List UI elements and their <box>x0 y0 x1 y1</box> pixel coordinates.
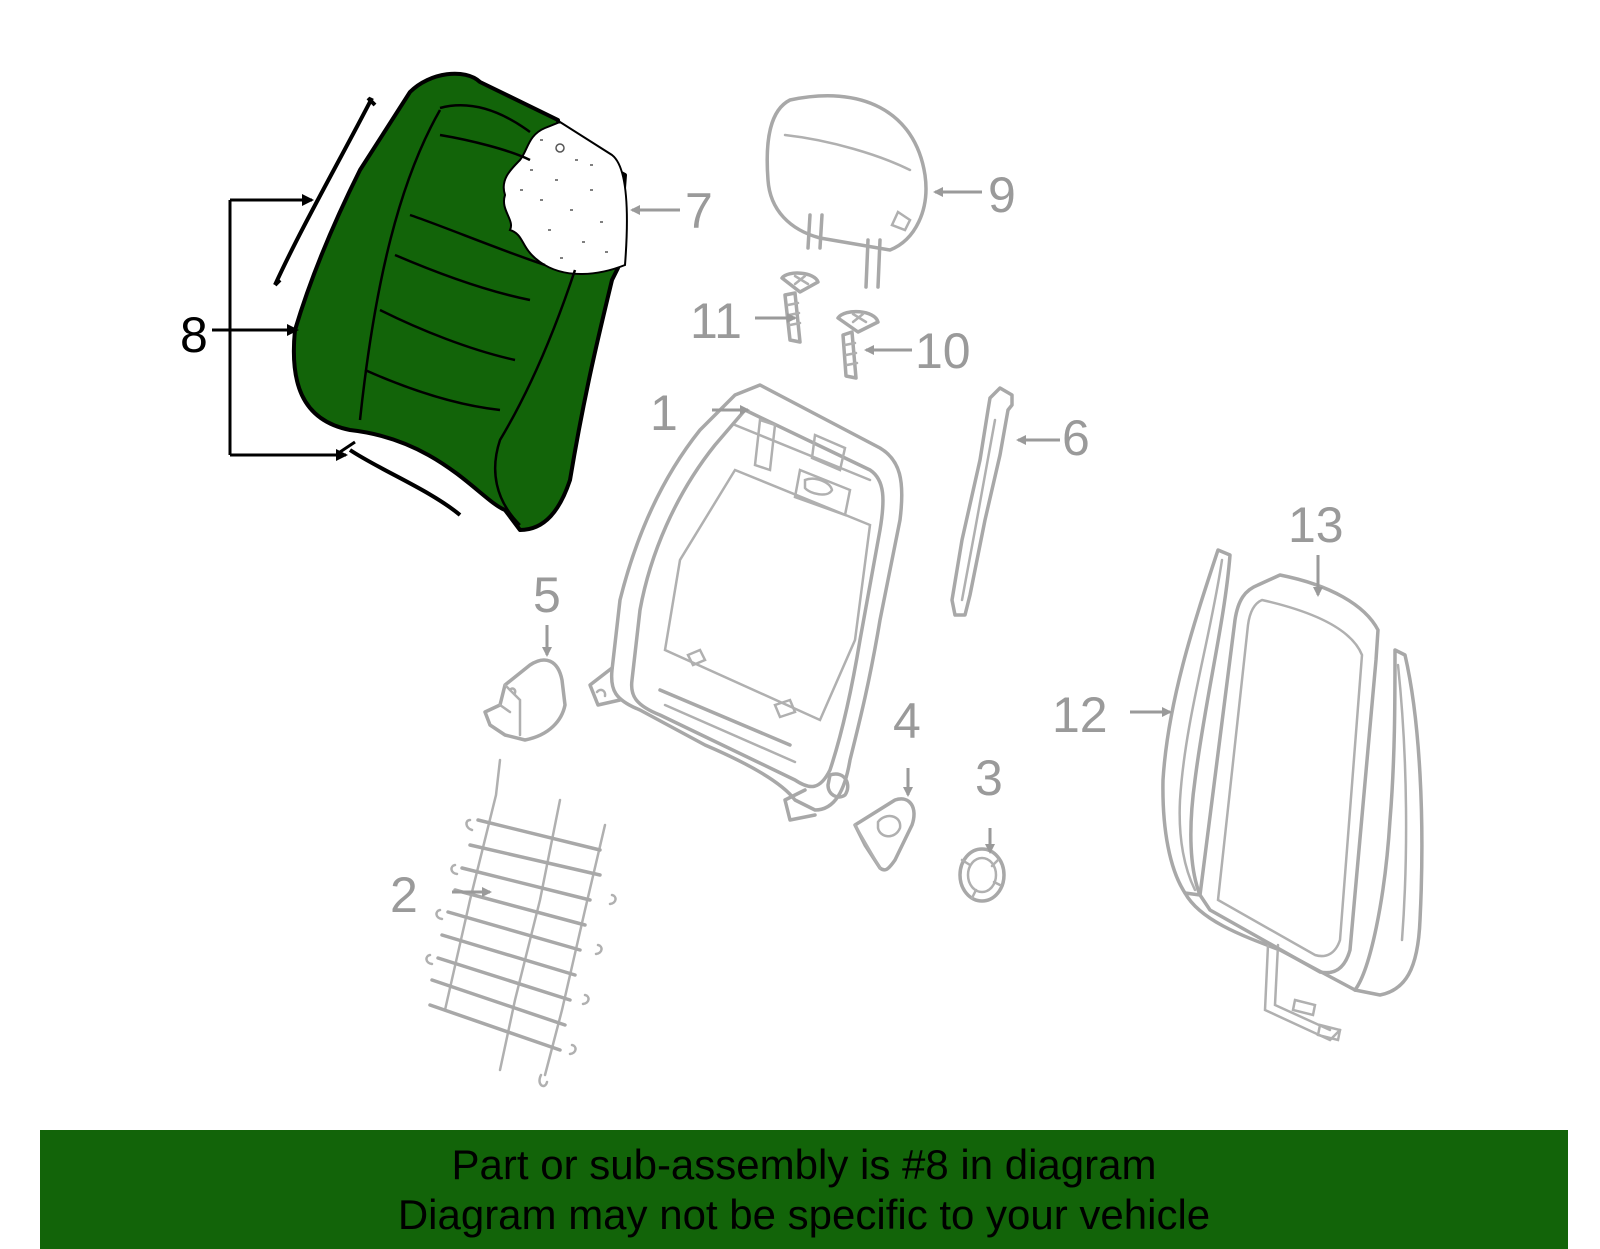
callout-11: 11 <box>690 293 742 349</box>
callout-8-bracket <box>212 194 348 461</box>
part-2-lumbar-grid <box>425 758 617 1088</box>
callout-3: 3 <box>975 750 1003 806</box>
part-10-screw <box>836 309 880 380</box>
part-5-bracket <box>483 658 567 742</box>
part-9-headrest <box>765 94 928 289</box>
part-3-bushing-ring <box>958 847 1006 903</box>
part-6-trim-strip <box>950 386 1014 617</box>
callout-7: 7 <box>685 183 713 239</box>
callout-12: 12 <box>1052 687 1108 743</box>
part-4-cover-cap <box>853 797 916 872</box>
callout-9: 9 <box>988 167 1016 223</box>
part-1-seat-back-frame <box>588 383 904 822</box>
callout-10: 10 <box>915 323 971 379</box>
part-13-back-panel <box>1198 573 1380 975</box>
part-11-screw <box>780 271 820 344</box>
callout-2: 2 <box>390 867 418 923</box>
banner-line-disclaimer: Diagram may not be specific to your vehi… <box>397 1190 1211 1238</box>
callout-8: 8 <box>180 307 208 363</box>
callout-13: 13 <box>1288 497 1344 553</box>
info-banner: Part or sub-assembly is #8 in diagram Di… <box>40 1130 1568 1249</box>
callout-6: 6 <box>1062 410 1090 466</box>
part-12-side-trim <box>1161 548 1424 1042</box>
callout-5: 5 <box>533 567 561 623</box>
callout-4: 4 <box>893 693 921 749</box>
callout-1: 1 <box>650 385 678 441</box>
banner-line-part: Part or sub-assembly is #8 in diagram <box>451 1140 1157 1188</box>
part-8-seat-back-cover <box>273 71 628 532</box>
